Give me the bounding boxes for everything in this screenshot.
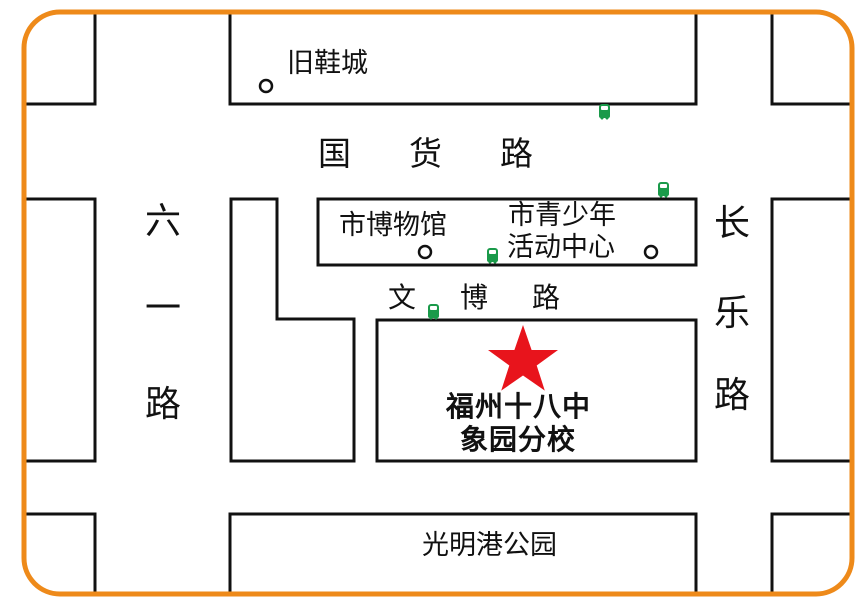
circle-marker-icon: [258, 78, 274, 94]
block-mid-right: [770, 197, 852, 463]
road-label-liuyi-1: 六: [144, 201, 181, 242]
bus-stop-icon: [599, 104, 610, 120]
road-label-liuyi-2: 一: [144, 288, 181, 329]
circle-marker-icon: [417, 244, 433, 260]
bus-stop-icon: [658, 182, 669, 198]
block-top-right: [770, 12, 852, 106]
road-label-wenbo: 文博路: [388, 281, 605, 314]
label-museum: 市博物馆: [339, 210, 447, 241]
block-museum: [316, 197, 698, 267]
road-label-changle-1: 长: [713, 203, 750, 244]
block-top-left: [24, 12, 97, 106]
circle-marker-icon: [643, 244, 659, 260]
label-old-shoe-city: 旧鞋城: [287, 48, 368, 79]
block-park: [228, 512, 698, 594]
road-label-changle-3: 路: [713, 375, 750, 416]
block-bottom-left: [24, 512, 97, 594]
road-label-guohuo: 国货路: [318, 134, 591, 173]
block-mid-left: [24, 197, 97, 463]
map-border: [21, 9, 855, 597]
label-youth-center-line1: 市青少年: [508, 200, 616, 231]
label-school-line1: 福州十八中: [446, 390, 592, 423]
road-label-changle-2: 乐: [713, 293, 750, 334]
bus-stop-icon: [428, 304, 439, 320]
block-old-shoe-city: [228, 12, 698, 106]
label-youth-center-line2: 活动中心: [507, 232, 615, 263]
block-school: [375, 318, 698, 463]
block-l-shaped: [229, 197, 356, 463]
label-school-line2: 象园分校: [460, 423, 577, 456]
star-icon: [488, 325, 558, 391]
bus-stop-icon: [487, 248, 498, 264]
road-label-liuyi-3: 路: [144, 384, 181, 425]
label-park: 光明港公园: [422, 530, 557, 561]
block-bottom-right: [770, 512, 852, 594]
